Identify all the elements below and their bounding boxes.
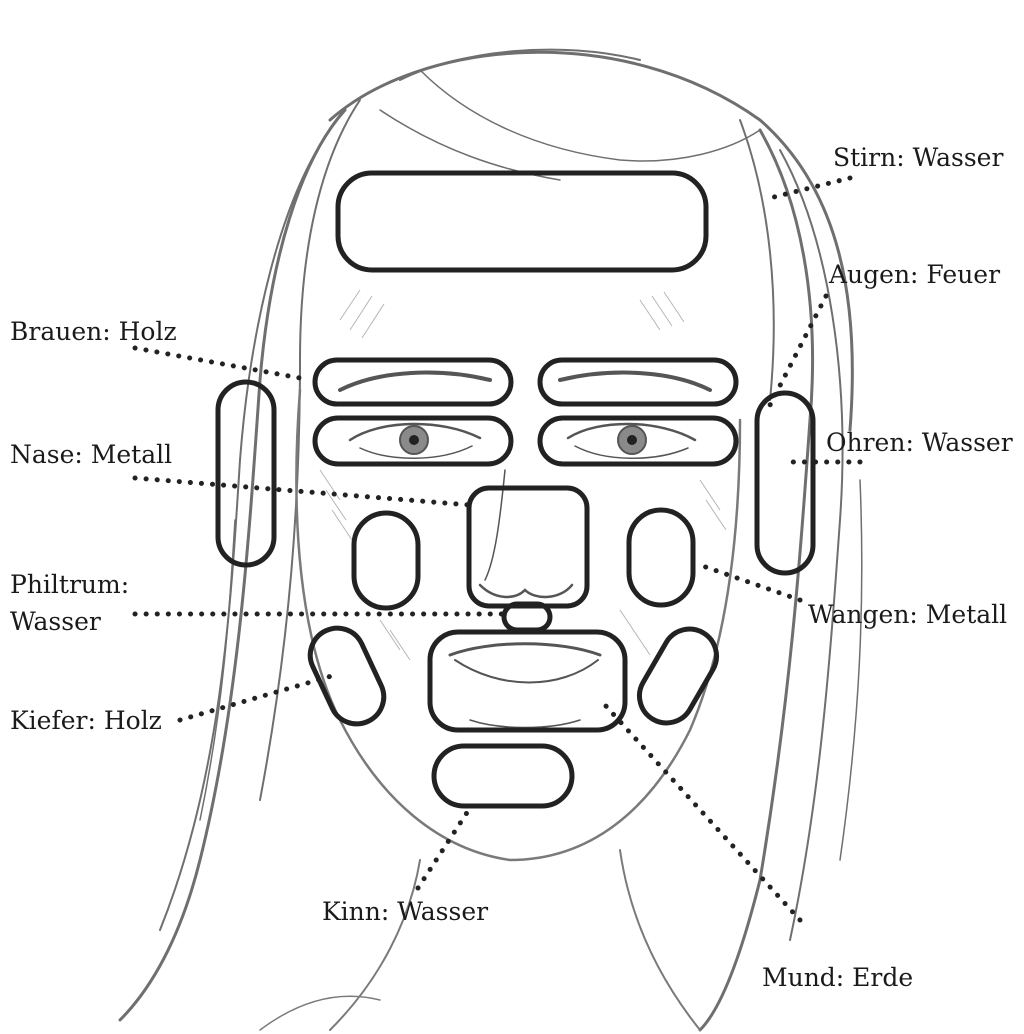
label-wangen: Wangen: Metall xyxy=(808,600,1007,629)
hair-icon xyxy=(120,50,862,1030)
label-philtrum-line2: Wasser xyxy=(10,607,101,636)
region-stirn xyxy=(338,173,706,270)
label-nase: Nase: Metall xyxy=(10,440,172,469)
label-philtrum-line1: Philtrum: xyxy=(10,570,129,599)
region-mund xyxy=(430,632,625,730)
label-ohren: Ohren: Wasser xyxy=(826,428,1013,457)
region-kiefer-left xyxy=(301,619,392,732)
leader-wangen xyxy=(700,565,800,600)
region-kinn xyxy=(434,746,572,806)
leader-brauen xyxy=(135,348,300,378)
label-kinn: Kinn: Wasser xyxy=(322,897,488,926)
label-augen: Augen: Feuer xyxy=(829,260,1000,289)
region-outlines xyxy=(218,173,813,806)
region-wange-right xyxy=(629,510,693,605)
label-brauen: Brauen: Holz xyxy=(10,317,177,346)
label-kiefer: Kiefer: Holz xyxy=(10,706,162,735)
leader-lines xyxy=(135,178,860,920)
label-mund: Mund: Erde xyxy=(762,963,913,992)
region-kiefer-right xyxy=(630,619,727,733)
region-braue-right xyxy=(540,360,736,404)
region-ohr-left xyxy=(218,382,274,565)
leader-kinn xyxy=(418,808,470,888)
leader-nase xyxy=(135,478,470,505)
label-stirn: Stirn: Wasser xyxy=(833,143,1003,172)
leader-augen xyxy=(770,296,826,405)
leader-kiefer xyxy=(180,675,335,720)
region-wange-left xyxy=(354,513,418,608)
facial-features-icon xyxy=(340,373,710,728)
region-braue-left xyxy=(315,360,511,404)
